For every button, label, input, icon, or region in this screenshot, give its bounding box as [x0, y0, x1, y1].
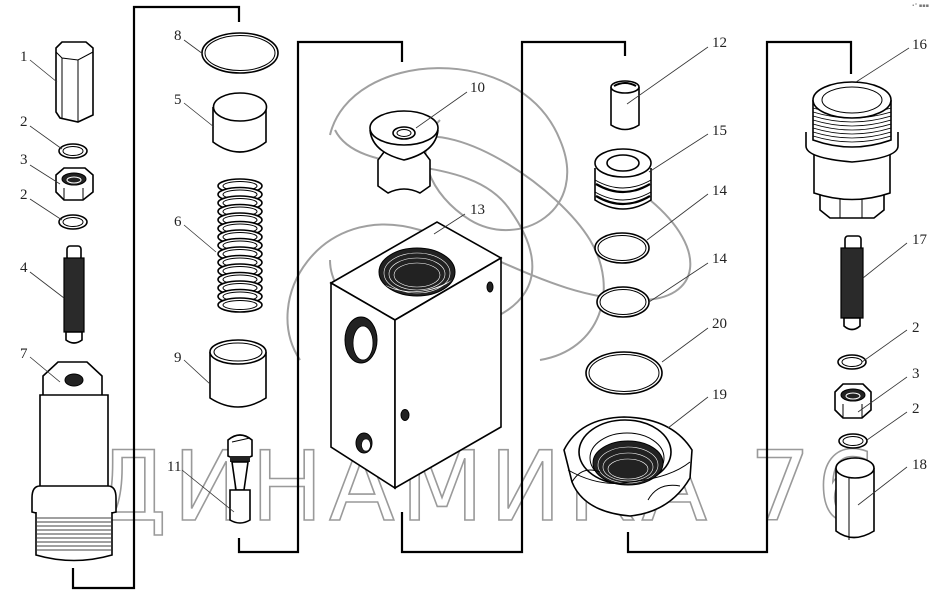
part-12-pin[interactable] [610, 80, 640, 131]
corner-mark: •° ▪▪▪ [911, 3, 929, 9]
callout-16: 16 [912, 37, 928, 53]
leader-10 [415, 91, 468, 129]
part-8-o-ring[interactable] [201, 32, 279, 74]
callout-3a: 3 [20, 152, 28, 168]
callout-6: 6 [174, 214, 182, 230]
leader-5 [183, 102, 215, 128]
callout-14b: 14 [712, 251, 728, 267]
callout-18: 18 [912, 457, 927, 473]
bracket-2 [237, 40, 404, 554]
group-brackets [71, 5, 853, 590]
part-13-housing-block[interactable] [329, 221, 503, 490]
part-4-stud[interactable] [63, 245, 85, 344]
callout-11: 11 [167, 459, 181, 475]
part-15-bushing[interactable] [594, 148, 652, 210]
part-3-nut-b[interactable] [834, 383, 872, 419]
callout-7: 7 [20, 346, 28, 362]
leader-7 [29, 356, 61, 383]
callout-2b: 2 [20, 187, 28, 203]
callout-9: 9 [174, 350, 182, 366]
leader-13 [433, 213, 466, 235]
part-11-plunger[interactable] [227, 434, 253, 524]
callout-1: 1 [20, 49, 28, 65]
leader-15 [648, 133, 709, 173]
bracket-1 [71, 5, 241, 590]
leader-1 [29, 59, 58, 83]
callout-2a: 2 [20, 114, 28, 130]
part-9-sleeve[interactable] [209, 339, 267, 408]
part-5-cup[interactable] [212, 92, 268, 153]
leader-18 [857, 466, 908, 506]
callout-8: 8 [174, 28, 182, 44]
leader-17 [862, 242, 908, 279]
leader-19 [667, 396, 709, 429]
leader-11 [181, 469, 235, 513]
leader-20 [661, 327, 709, 363]
leader-2c [861, 329, 908, 363]
bracket-4 [626, 40, 853, 554]
leader-3b [857, 376, 908, 413]
callout-3b: 3 [912, 366, 920, 382]
leader-12 [626, 46, 709, 105]
part-2-washer-b[interactable] [58, 214, 88, 230]
part-3-nut-a[interactable] [55, 167, 94, 201]
leader-2b [29, 198, 63, 221]
callout-2c: 2 [912, 320, 920, 336]
leader-2d [866, 411, 908, 441]
bracket-3 [400, 40, 627, 554]
leader-16 [855, 47, 910, 83]
callout-17: 17 [912, 232, 928, 248]
part-17-stud[interactable] [840, 235, 864, 331]
watermark-text: ДИНАМИКА 76 [92, 431, 884, 543]
part-14-o-ring-b[interactable] [596, 286, 650, 318]
leader-14a [646, 193, 709, 241]
leader-9 [183, 359, 211, 385]
callout-14a: 14 [712, 183, 728, 199]
part-16-threaded-plug[interactable] [805, 81, 899, 219]
callout-5: 5 [174, 92, 182, 108]
part-14-o-ring-a[interactable] [594, 232, 650, 264]
callout-12: 12 [712, 35, 727, 51]
callout-10: 10 [470, 80, 485, 96]
part-19-large-nut[interactable] [563, 416, 693, 517]
callout-4: 4 [20, 260, 28, 276]
part-1-hex-cap[interactable] [55, 41, 94, 123]
leader-2a [29, 125, 63, 150]
callout-19: 19 [712, 387, 727, 403]
part-18-hex-cap[interactable] [835, 457, 875, 540]
callout-2d: 2 [912, 401, 920, 417]
callout-20: 20 [712, 316, 727, 332]
leader-14b [648, 262, 709, 303]
part-6-spring[interactable] [217, 178, 263, 313]
leader-3a [29, 164, 61, 185]
leader-8 [183, 39, 204, 55]
leader-6 [183, 224, 217, 253]
part-20-o-ring[interactable] [585, 351, 663, 395]
callout-13: 13 [470, 202, 485, 218]
part-10-seat-fitting[interactable] [369, 110, 439, 194]
part-2-washer-d[interactable] [838, 433, 868, 449]
leader-4 [29, 271, 65, 299]
spring-coil-inner [222, 300, 258, 310]
part-2-washer-c[interactable] [837, 354, 867, 370]
callout-labels: 1 2 3 2 4 7 8 5 6 9 11 10 13 12 15 14 14… [20, 28, 928, 475]
part-2-washer-a[interactable] [58, 143, 88, 159]
part-7-valve-body[interactable] [31, 361, 117, 562]
callout-15: 15 [712, 123, 727, 139]
